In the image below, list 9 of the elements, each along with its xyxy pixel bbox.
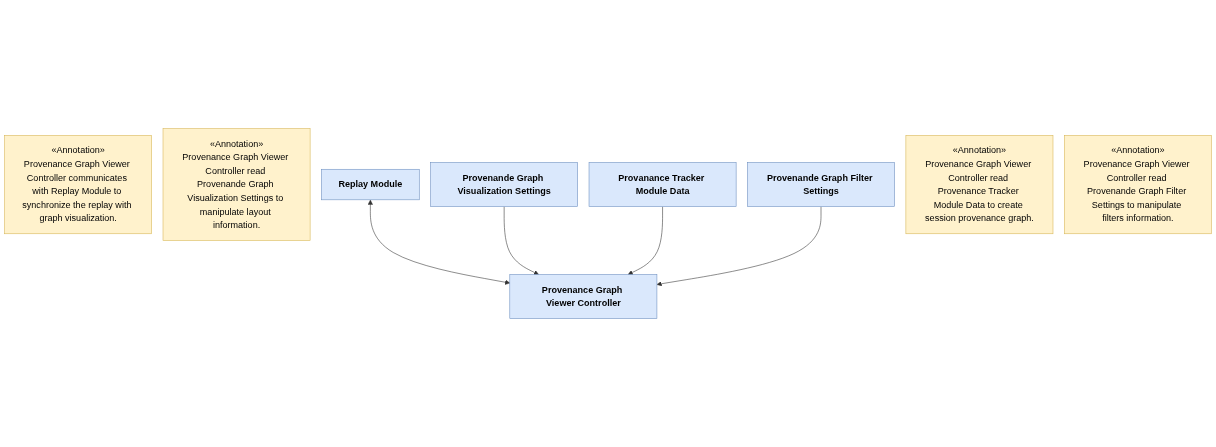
node-box: Provenande Graph Filter Settings: [747, 162, 895, 207]
node-box: Replay Module: [321, 168, 420, 200]
node-box: «Annotation» Provenance Graph Viewer Controller communicates with Replay Module to synchronize the replay with graph visualization.: [4, 134, 152, 234]
node-box: Provenance Graph Viewer Controller: [509, 274, 658, 319]
node-box: «Annotation» Provenance Graph Viewer Controller read Provenance Tracker Module Data to create session provenance graph.: [905, 134, 1054, 234]
node-box: «Annotation» Provenance Graph Viewer Controller read Provenande Graph Filter Settings to manipulate filters information.: [1064, 134, 1212, 234]
node-box: Provenande Graph Visualization Settings: [430, 162, 578, 207]
node-box: «Annotation» Provenance Graph Viewer Controller read Provenande Graph Visualization Settings to manipulate layout information.: [162, 128, 311, 241]
node-box: Provanance Tracker Module Data: [588, 162, 737, 207]
